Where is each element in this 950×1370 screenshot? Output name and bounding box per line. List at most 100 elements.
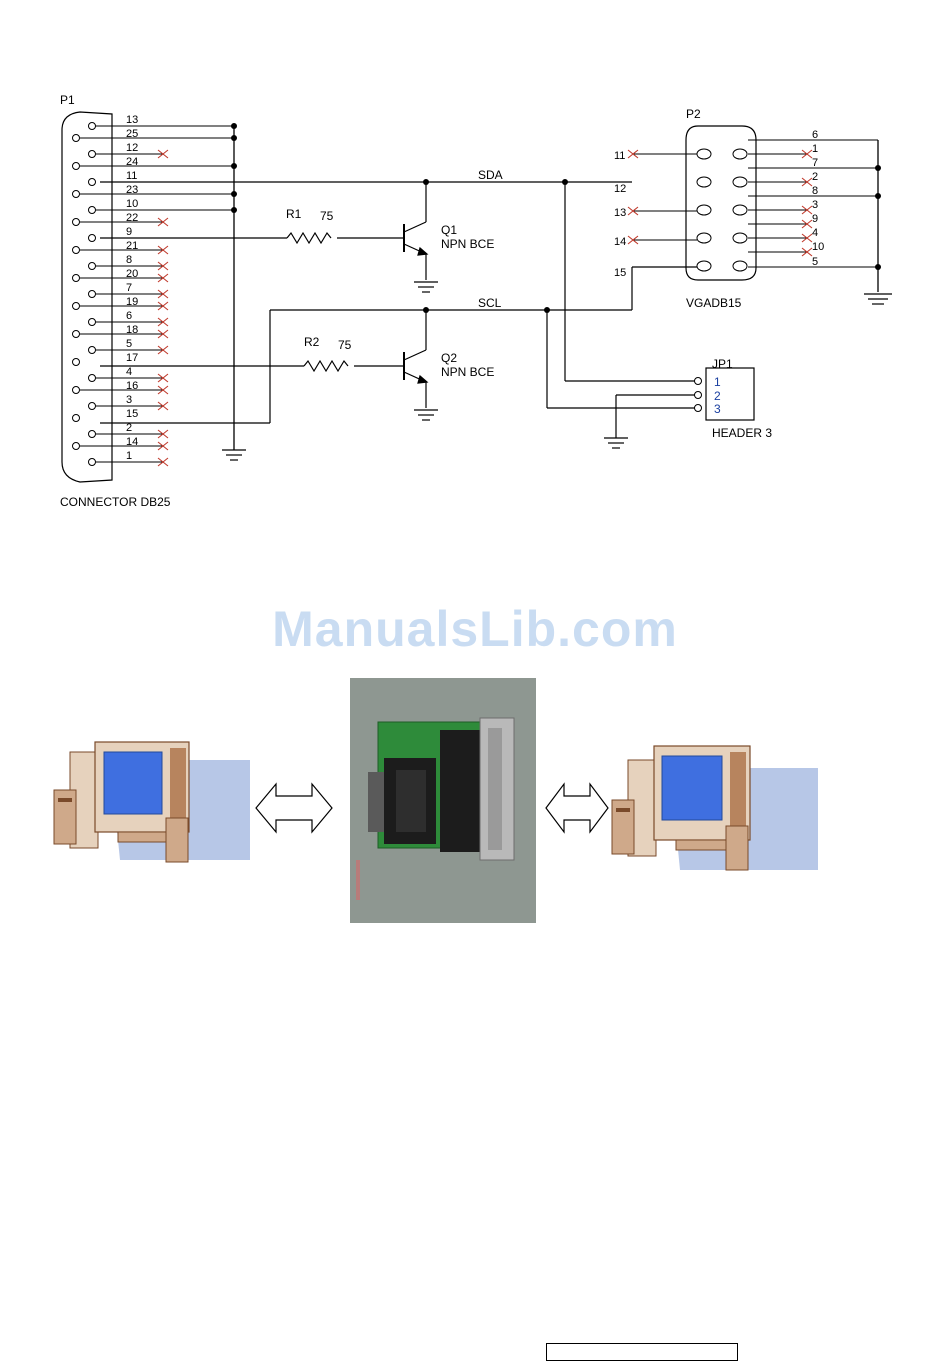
db25-pin-hole <box>89 403 96 410</box>
jp1-pin-2: 2 <box>714 389 721 403</box>
vga-pin-label: 3 <box>812 199 818 211</box>
p1-label: P1 <box>60 93 75 107</box>
db25-pin-hole <box>89 123 96 130</box>
vga-pin-hole <box>697 233 711 243</box>
resistor-r2 <box>304 361 348 371</box>
vga-pin-hole <box>697 205 711 215</box>
db25-pin-label: 11 <box>126 170 137 182</box>
right-computer-icon <box>612 746 818 870</box>
vga-pin-label: 9 <box>812 213 818 225</box>
transistor-q2 <box>404 310 427 408</box>
vga-pins: 617283941051112131415 <box>614 129 878 279</box>
db25-pin-hole <box>73 135 80 142</box>
q2-type: NPN BCE <box>441 365 494 379</box>
db25-pin-hole <box>73 331 80 338</box>
footer-box <box>546 1343 738 1361</box>
resistor-r1 <box>287 233 331 243</box>
ground-symbol <box>222 450 246 460</box>
db25-pin-label: 2 <box>126 422 132 434</box>
vga-pin-hole <box>697 177 711 187</box>
db25-pin-hole <box>73 359 80 366</box>
db25-pin-label: 4 <box>126 366 132 378</box>
jp1-pin-1: 1 <box>714 375 721 389</box>
db25-pin-label: 3 <box>126 394 132 406</box>
db25-pin-hole <box>89 375 96 382</box>
ground-symbol <box>414 410 438 420</box>
db25-pin-label: 1 <box>126 450 132 462</box>
db25-pin-hole <box>89 263 96 270</box>
vga-pin-hole <box>733 177 747 187</box>
db25-pin-hole <box>89 179 96 186</box>
db25-pins: 1325122411231022921820719618517416315214… <box>73 114 238 466</box>
db25-pin-label: 8 <box>126 254 132 266</box>
db25-pin-hole <box>89 151 96 158</box>
db25-pin-hole <box>73 247 80 254</box>
db25-pin-label: 6 <box>126 310 132 322</box>
vga-pin-label: 6 <box>812 129 818 141</box>
vga-pin-label: 2 <box>812 171 818 183</box>
vga-pin-hole <box>733 261 747 271</box>
jp1-label: JP1 <box>712 357 733 371</box>
db25-pin-hole <box>89 347 96 354</box>
db25-pin-hole <box>89 207 96 214</box>
ground-symbol <box>604 438 628 448</box>
vga-pin-label: 14 <box>614 236 626 248</box>
db25-pin-label: 15 <box>126 408 138 420</box>
db25-pin-label: 9 <box>126 226 132 238</box>
db25-pin-label: 7 <box>126 282 132 294</box>
adapter-board-photo <box>350 678 536 923</box>
scl-label: SCL <box>478 296 502 310</box>
db25-pin-hole <box>73 275 80 282</box>
db25-pin-hole <box>89 459 96 466</box>
db25-pin-label: 10 <box>126 198 138 210</box>
db25-pin-hole <box>73 219 80 226</box>
db25-pin-label: 17 <box>126 352 138 364</box>
double-arrow-icon <box>256 784 332 832</box>
db25-pin-label: 5 <box>126 338 132 350</box>
vga-pin-hole <box>697 261 711 271</box>
jp1-pin-3: 3 <box>714 402 721 416</box>
db25-pin-hole <box>89 319 96 326</box>
sda-label: SDA <box>478 168 503 182</box>
p2-label: P2 <box>686 107 701 121</box>
db25-pin-hole <box>73 163 80 170</box>
vga-pin-label: 11 <box>614 150 625 162</box>
vga-pin-hole <box>733 149 747 159</box>
vga-pin-label: 10 <box>812 241 824 253</box>
db25-connector-body <box>62 112 112 482</box>
transistor-q1 <box>404 182 427 280</box>
r2-label: R2 <box>304 335 320 349</box>
watermark: ManualsLib.com <box>0 600 950 658</box>
double-arrow-icon <box>546 784 608 832</box>
vga-pin-label: 12 <box>614 183 626 195</box>
db25-pin-label: 13 <box>126 114 138 126</box>
q1-type: NPN BCE <box>441 237 494 251</box>
p1-caption: CONNECTOR DB25 <box>60 495 171 509</box>
r1-value: 75 <box>320 209 334 223</box>
ground-symbol <box>414 282 438 292</box>
vga-pin-label: 8 <box>812 185 818 197</box>
q2-label: Q2 <box>441 351 457 365</box>
ground-symbol <box>864 294 892 304</box>
vga-pin-label: 1 <box>812 143 818 155</box>
db25-pin-hole <box>73 443 80 450</box>
vga-pin-hole <box>733 205 747 215</box>
db25-pin-hole <box>73 191 80 198</box>
vga-pin-label: 7 <box>812 157 818 169</box>
q1-label: Q1 <box>441 223 457 237</box>
db25-pin-hole <box>73 303 80 310</box>
db25-pin-hole <box>89 291 96 298</box>
vga-pin-label: 5 <box>812 256 818 268</box>
db25-pin-hole <box>89 235 96 242</box>
vga-connector-body <box>686 126 756 280</box>
left-computer-icon <box>54 742 250 862</box>
vga-pin-hole <box>733 233 747 243</box>
vga-pin-hole <box>697 149 711 159</box>
vga-pin-label: 15 <box>614 267 626 279</box>
db25-pin-hole <box>73 415 80 422</box>
vga-pin-label: 13 <box>614 207 626 219</box>
db25-pin-hole <box>89 431 96 438</box>
r1-label: R1 <box>286 207 302 221</box>
db25-pin-label: 12 <box>126 142 138 154</box>
